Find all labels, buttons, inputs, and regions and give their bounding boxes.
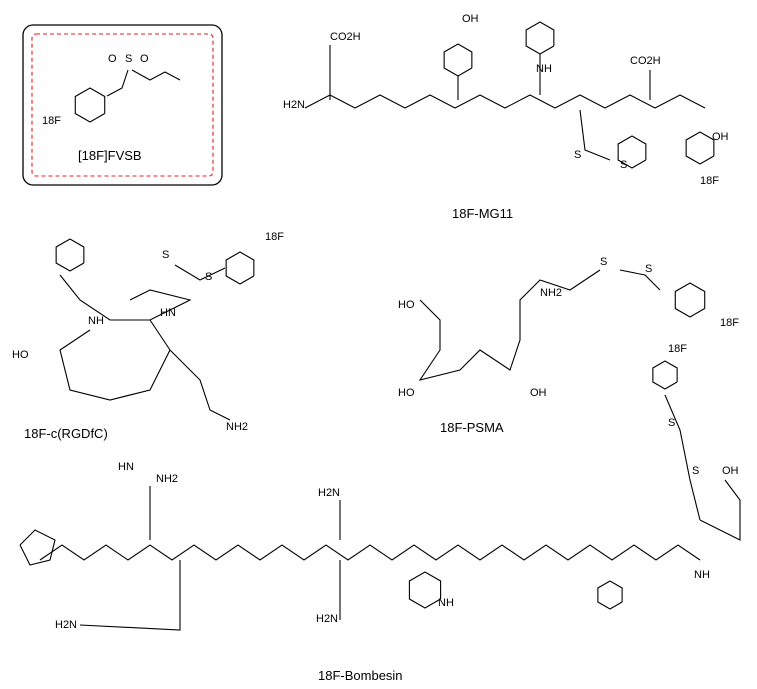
- bond: [131, 69, 181, 81]
- atom-label: HO: [398, 299, 415, 311]
- atom-label: CO2H: [630, 55, 661, 67]
- atom-label: 18F: [668, 343, 687, 355]
- atom-label: 18F: [700, 175, 719, 187]
- atom-label: NH: [88, 315, 104, 327]
- atom-label: H2N: [316, 613, 338, 625]
- atom-label: S: [600, 256, 607, 268]
- benzene-ring: [443, 43, 473, 77]
- bond: [79, 560, 181, 631]
- atom-label: 18F: [720, 317, 739, 329]
- atom-label: S: [668, 417, 675, 429]
- atom-label: CO2H: [330, 31, 361, 43]
- rgd-name: 18F-c(RGDfC): [24, 426, 108, 441]
- benzene-ring: [674, 282, 706, 318]
- atom-label: NH: [694, 569, 710, 581]
- atom-label: S: [205, 271, 212, 283]
- benzene-ring: [55, 238, 85, 272]
- atom-label: H2N: [283, 99, 305, 111]
- fvsb-frame: [22, 24, 223, 186]
- atom-label: HO: [398, 387, 415, 399]
- atom-label: HO: [12, 349, 29, 361]
- benzene-ring: [597, 580, 623, 610]
- atom-label: NH2: [540, 287, 562, 299]
- atom-label: NH2: [156, 473, 178, 485]
- bond: [619, 269, 661, 291]
- atom-label: OH: [530, 387, 547, 399]
- atom-label: OH: [712, 131, 729, 143]
- bond: [418, 269, 601, 381]
- benzene-ring: [525, 21, 555, 55]
- atom-label: OH: [462, 13, 479, 25]
- benzene-ring: [685, 131, 715, 165]
- fvsb-dashed-frame: [31, 33, 214, 177]
- atom-label: O: [108, 53, 117, 65]
- atom-label: H2N: [318, 487, 340, 499]
- atom-label: S: [574, 149, 581, 161]
- benzene-ring: [408, 571, 442, 609]
- atom-label: NH2: [226, 421, 248, 433]
- benzene-ring: [617, 135, 647, 169]
- benzene-ring: [652, 360, 678, 390]
- atom-label: HN: [160, 307, 176, 319]
- bond: [664, 394, 701, 521]
- atom-label: OH: [722, 465, 739, 477]
- bombesin-name: 18F-Bombesin: [318, 668, 403, 683]
- atom-label: O: [140, 53, 149, 65]
- bond: [699, 479, 741, 541]
- bond-lines: [19, 21, 741, 631]
- atom-label: NH: [438, 597, 454, 609]
- bond: [579, 109, 611, 161]
- atom-label: 18F: [265, 231, 284, 243]
- benzene-ring: [74, 87, 106, 123]
- backbone-bond: [39, 544, 701, 561]
- atom-label: 18F: [42, 115, 61, 127]
- atom-label: S: [692, 465, 699, 477]
- bond: [106, 69, 129, 97]
- bond: [169, 349, 231, 421]
- benzene-ring: [225, 251, 255, 285]
- atom-label: S: [125, 53, 132, 65]
- atom-label: NH: [536, 63, 552, 75]
- atom-label: S: [645, 263, 652, 275]
- atom-label: HN: [118, 461, 134, 473]
- atom-label: S: [620, 159, 627, 171]
- psma-name: 18F-PSMA: [440, 420, 504, 435]
- atom-label: S: [162, 249, 169, 261]
- atom-label: H2N: [55, 619, 77, 631]
- bond: [59, 319, 171, 401]
- bond: [174, 264, 226, 281]
- backbone-bond: [304, 94, 706, 109]
- bond: [19, 529, 56, 566]
- fvsb-name: [18F]FVSB: [78, 148, 142, 163]
- mg11-name: 18F-MG11: [452, 206, 513, 221]
